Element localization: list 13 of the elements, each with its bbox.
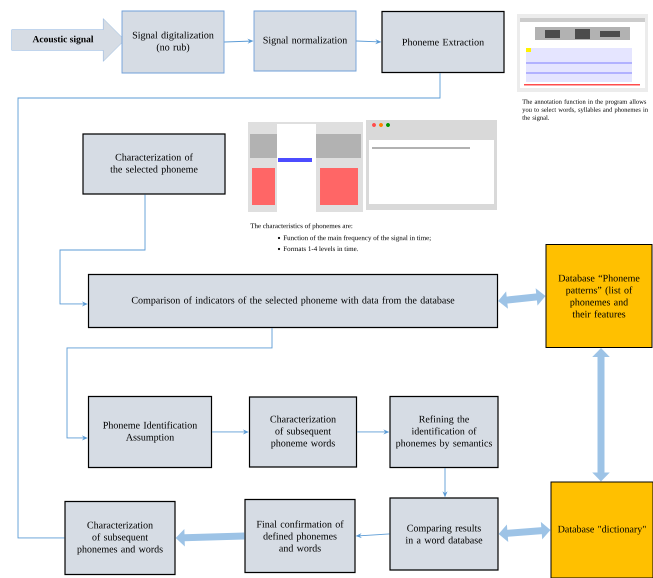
process-box: Comparison of indicators of the selected phoneme with data from the database bbox=[88, 274, 498, 328]
process-box: Refining the identification of phonemes by semantics bbox=[389, 396, 499, 468]
process-box: Phoneme Identification Assumption bbox=[88, 396, 212, 468]
process-box: Signal digitalization (no rub) bbox=[122, 10, 224, 74]
process-box: Comparing results in a word database bbox=[389, 497, 499, 571]
database-box: Database "dictionary" bbox=[550, 481, 653, 578]
process-box: Characterization of the selected phoneme bbox=[82, 133, 226, 195]
database-box: Database “Phoneme patterns” (list of phonemes and their features bbox=[546, 244, 652, 348]
process-box: Characterization of subsequent phonemes and words bbox=[64, 500, 176, 576]
process-box: Final confirmation of defined phonemes and words bbox=[244, 498, 356, 574]
process-box: Phoneme Extraction bbox=[381, 10, 505, 74]
process-box: Signal normalization bbox=[254, 10, 356, 72]
process-box: Characterization of subsequent phoneme words bbox=[248, 396, 358, 468]
